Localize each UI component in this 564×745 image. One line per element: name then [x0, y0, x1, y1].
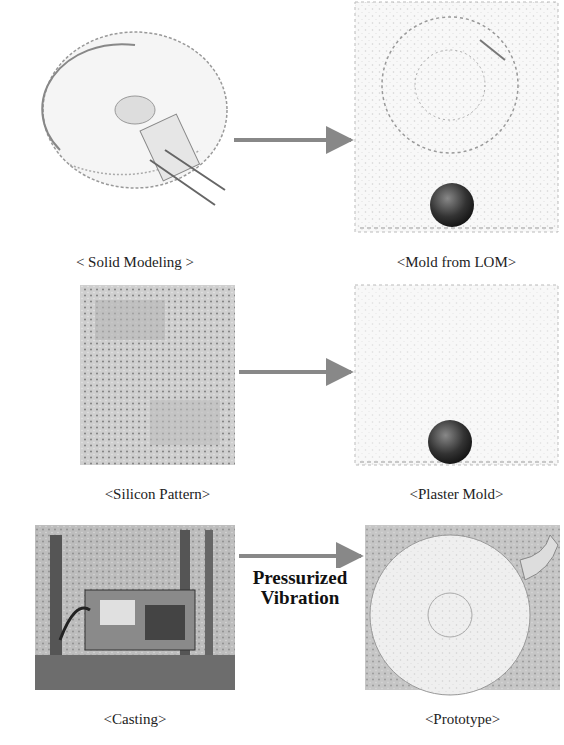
panel-caption: <Prototype>	[325, 711, 564, 728]
panel-caption: <Plaster Mold>	[315, 486, 564, 503]
flow-arrow	[239, 370, 351, 374]
process-panel: < Solid Modeling >	[40, 10, 230, 210]
prototype-photo	[365, 525, 560, 695]
flow-arrow	[234, 138, 351, 142]
flow-arrow	[239, 554, 361, 558]
casting-photo	[35, 525, 235, 690]
panel-caption: < Solid Modeling >	[0, 254, 270, 271]
process-panel: <Mold from LOM>	[355, 2, 558, 232]
edge-label: Pressurized Vibration	[243, 568, 357, 608]
panel-caption: <Silicon Pattern>	[40, 486, 275, 503]
solid-model	[42, 32, 227, 205]
process-panel: <Silicon Pattern>	[80, 285, 235, 465]
lom-mold	[355, 2, 558, 232]
process-panel: <Prototype>	[365, 525, 560, 690]
silicon-pattern	[80, 285, 235, 465]
plaster-mold	[355, 285, 558, 465]
process-panel: <Casting>	[35, 525, 235, 690]
process-panel: <Plaster Mold>	[355, 285, 558, 465]
panel-caption: <Mold from LOM>	[315, 254, 564, 271]
panel-caption: <Casting>	[0, 711, 275, 728]
